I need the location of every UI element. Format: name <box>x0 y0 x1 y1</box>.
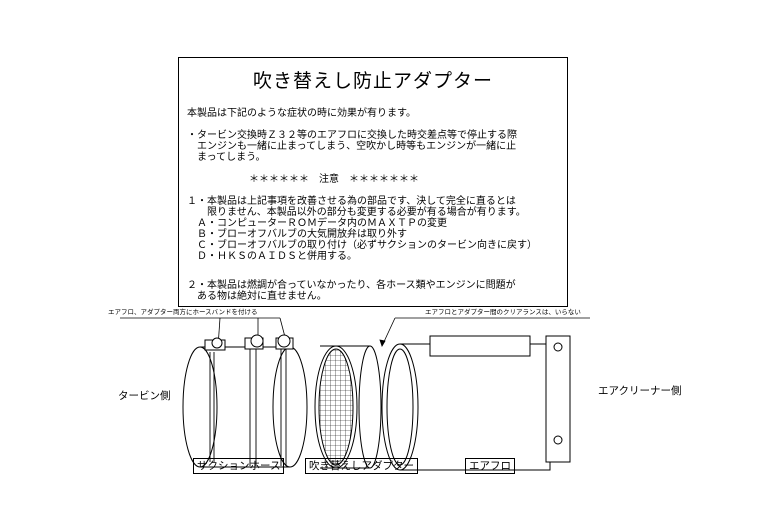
caution-line: ２・本製品は燃調が合っていなかったり、各ホース類やエンジンに問題が <box>187 280 516 291</box>
leader-line-right <box>379 317 590 347</box>
air-cleaner-side-label: エアクリーナー側 <box>598 385 682 397</box>
symptom-line: エンジンも一緒に止まってしまう、空吹かし時等もエンジンが一緒に止 <box>187 141 517 152</box>
caution-line: Ｄ・ＨＫＳのＡＩＤＳと併用する。 <box>187 251 357 262</box>
page-title: 吹き替えし防止アダプター <box>252 70 493 92</box>
suction-hose-label: サクションホース <box>193 458 285 474</box>
caution-line: ある物は絶対に直せません。 <box>187 291 327 302</box>
airflow-meter <box>381 335 571 471</box>
suction-hose <box>182 346 308 468</box>
notice-intro: 本製品は下記のような症状の時に効果が有ります。 <box>187 108 416 119</box>
adapter-label: 吹き替えしアダプター <box>305 458 418 474</box>
note-band-clamps: エアフロ、アダプター両方にホースバンドを付ける <box>108 308 258 316</box>
symptom-line: ・タービン交換時Ｚ３２等のエアフロに交換した時交差点等で停止する際 <box>187 130 517 141</box>
caution-line: １・本製品は上記事項を改善させる為の部品です、決して完全に直るとは <box>187 196 516 207</box>
caution-line: 限りません、本製品以外の部分も変更する必要が有る場合が有ります。 <box>187 207 526 218</box>
caution-line: Ａ・コンピューターＲＯＭデータ内のＭＡＸＴＰの変更 <box>187 218 447 229</box>
turbine-side-label: タービン側 <box>118 390 171 402</box>
caution-line: Ｂ・ブローオフバルブの大気開放弁は取り外す <box>187 229 407 240</box>
note-clearance: エアフロとアダプター間のクリアランスは、いらない <box>425 308 581 316</box>
symptom-line: まってしまう。 <box>187 152 266 163</box>
airflow-label: エアフロ <box>465 458 515 474</box>
notice-box: 吹き替えし防止アダプター 本製品は下記のような症状の時に効果が有ります。 ・ター… <box>178 57 568 307</box>
caution-line: Ｃ・ブローオフバルブの取り付け（必ずサクションのタービン向きに戻す） <box>187 240 537 251</box>
hose-clamp <box>204 334 294 351</box>
adapter <box>314 345 382 469</box>
caution-heading: ＊＊＊＊＊＊ 注意 ＊＊＊＊＊＊＊ <box>249 174 419 185</box>
